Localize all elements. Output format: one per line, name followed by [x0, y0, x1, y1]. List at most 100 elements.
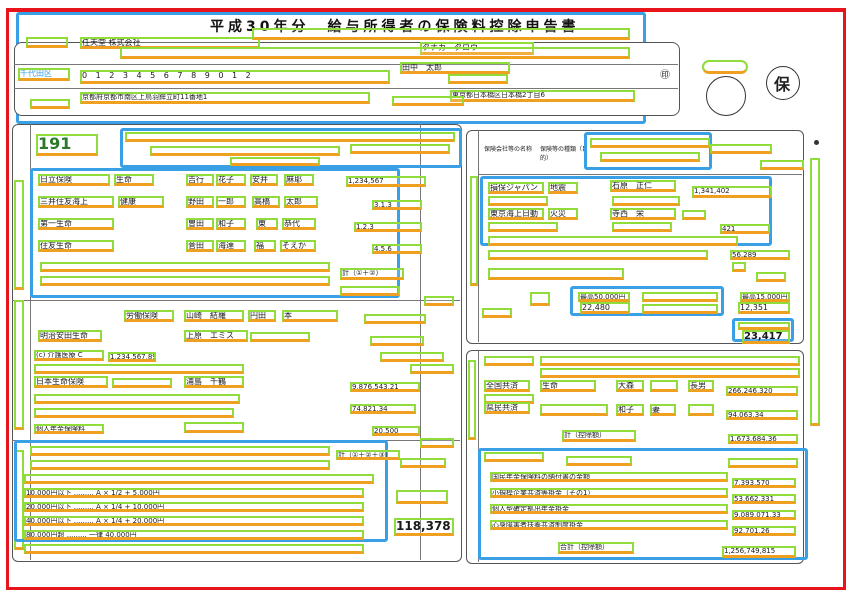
- lower-row-rel: 妻: [650, 404, 676, 416]
- header-label: [30, 99, 70, 109]
- right-side-label: [470, 176, 478, 286]
- deduction-amount: 53,662,331: [732, 494, 796, 504]
- calc-value-2: 12,351: [738, 302, 790, 314]
- life-rows-box: [30, 168, 400, 298]
- insurance-mark-text: 保: [774, 75, 791, 94]
- row4-name: 浦島 千鶴: [184, 376, 244, 388]
- right-row-name: 石原 正仁: [610, 180, 676, 192]
- deduction-field: [484, 452, 544, 462]
- right-row-company: 東京海上日動: [488, 208, 544, 220]
- subtotal-label: 計（①＋②）: [340, 268, 404, 280]
- row5-field: [34, 408, 234, 418]
- right-row-name: 寺西 栄: [610, 208, 676, 220]
- row-amount: 3,1,3: [372, 200, 422, 210]
- calc-header: [30, 460, 330, 470]
- right-lower-side-label: [468, 360, 476, 440]
- row-amount: 1,2,3: [354, 222, 422, 232]
- deduction-total: 1,256,749,815: [722, 546, 796, 558]
- calc-value-1: 22,480: [580, 302, 630, 314]
- company-header: 保険会社等の名称: [484, 146, 533, 153]
- lower-header: [540, 368, 800, 378]
- limit-label: 最高50,000円: [578, 292, 630, 302]
- right-row-field: [488, 268, 624, 280]
- calc-row: 10,000円以下 ......... A × 1/2 + 5,000円: [24, 488, 364, 498]
- row2-amount: [364, 314, 426, 324]
- deduction-total-label: 合計（控除額）: [558, 542, 634, 554]
- kind-header: 保険等の種類（目的）: [540, 146, 589, 162]
- right-row-field: [488, 222, 558, 232]
- left-vdivider: [30, 124, 31, 560]
- row-amount: 4,5,6: [372, 244, 422, 254]
- lower-row-company: 県民共済: [484, 402, 530, 414]
- row-field: [40, 276, 330, 286]
- lower-row-company: 全国共済: [484, 380, 530, 392]
- lower-row-field: [688, 404, 714, 416]
- right-divider: [478, 174, 802, 175]
- calc-header: [24, 474, 374, 484]
- row3-field: [250, 332, 310, 342]
- row-relation: 太郎: [284, 196, 318, 208]
- result-label: [738, 322, 790, 330]
- right-header-field: [600, 152, 700, 162]
- row-relation: 恭代: [282, 218, 316, 230]
- calc-row: [24, 544, 364, 554]
- lower-row-amount: 94,063,34: [726, 410, 798, 420]
- row-beneficiary: 和子: [216, 218, 246, 230]
- row-recipient: 安井: [250, 174, 278, 186]
- left-header-field: [150, 146, 340, 156]
- row-field: [424, 296, 454, 306]
- row4-field: [112, 378, 172, 388]
- left-vdivider: [420, 124, 421, 560]
- right-row-amount: 421: [720, 224, 770, 234]
- row-company: 三井住友海上: [38, 196, 114, 208]
- right-row-field: [612, 196, 680, 206]
- right-row-field: [488, 236, 738, 246]
- seal-mark: ㊞: [660, 70, 670, 81]
- lower-subtotal-label: 計（控除額）: [562, 430, 636, 442]
- calc-box: [570, 286, 724, 316]
- deduction-box: [478, 448, 808, 560]
- edge-dot: [814, 140, 819, 145]
- row6-amount: 20,500: [372, 426, 420, 436]
- form-title: 平成30年分 給与所得者の保険料控除申告書: [210, 19, 580, 35]
- row2-company: 労働保険: [124, 310, 174, 322]
- left-divider: [12, 300, 460, 301]
- deduction-amount: 7,393,570: [732, 478, 796, 488]
- row-relation: 麻耶: [284, 174, 314, 186]
- row3-amount: [370, 336, 424, 346]
- calc-header: [30, 446, 330, 456]
- right-row-kind: 地震: [548, 182, 578, 194]
- deduction-field: [728, 458, 798, 468]
- header-label: [26, 37, 68, 48]
- side-label: [14, 180, 24, 290]
- lower-subtotal: 1,673,684,36: [728, 434, 798, 444]
- calc-row: 40,000円以下 ......... A × 1/4 + 20,000円: [24, 516, 364, 526]
- row3-name: 上原 エミス: [184, 330, 248, 342]
- medical-field: [380, 352, 444, 362]
- medical-field: [410, 364, 454, 374]
- deduction-field: [566, 456, 632, 466]
- right-row-field: [488, 250, 708, 260]
- calc-table-box: [14, 440, 388, 542]
- annuity-field: [184, 422, 244, 433]
- header-field: [392, 96, 464, 106]
- lower-row-name: 大森: [616, 380, 644, 392]
- result-box: [732, 318, 794, 342]
- deduction-row: 心身障害者扶養共済制度掛金: [490, 520, 728, 530]
- row3-company: 明治安田生命: [38, 330, 102, 342]
- selection-frame: [6, 8, 846, 590]
- calc-field: [642, 304, 718, 314]
- seal-label: [702, 60, 748, 74]
- row2-name: 山崎 結羅: [184, 310, 244, 322]
- limit-label-2: 最高15,000円: [740, 292, 790, 302]
- calc-field: [642, 292, 718, 302]
- right-row-field: [682, 210, 706, 220]
- row2-kind: 円田: [248, 310, 276, 322]
- section-badge: 191: [36, 134, 98, 156]
- row-insured: 菅田: [186, 240, 214, 252]
- left-header-box: [120, 128, 462, 168]
- row-recipient: 東: [256, 218, 278, 230]
- side-label: [14, 300, 24, 430]
- left-header-field: [125, 132, 455, 142]
- medical-field: [34, 364, 244, 374]
